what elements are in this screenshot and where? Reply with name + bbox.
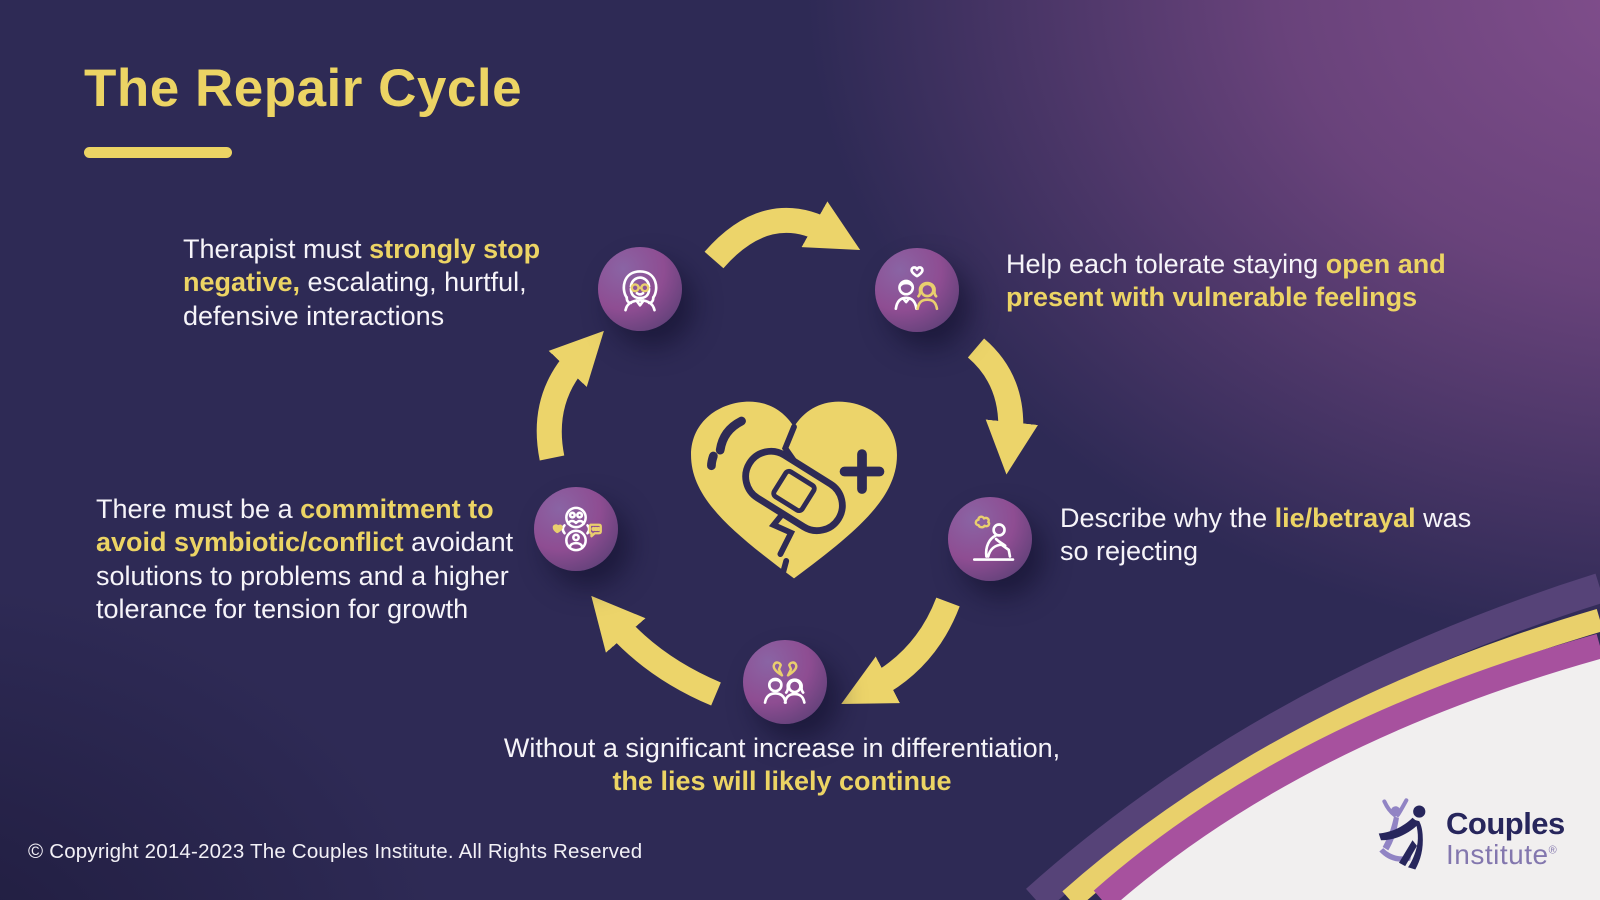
step-text-pre: Describe why the [1060,503,1275,533]
cycle-node-rejected [948,497,1032,581]
step-text-post: escalating, hurtful, defensive interacti… [183,267,527,331]
step-text-post: avoidant solutions to problems and a hig… [96,527,514,625]
arrow-left-icon [536,330,604,461]
broken-heart-bandage-icon [676,388,912,592]
cycle-node-couple-lies [743,640,827,724]
couple-heart-icon [894,266,939,311]
copyright-notice: © Copyright 2014-2023 The Couples Instit… [28,840,643,863]
arrow-top-icon [704,201,861,269]
step-text-open-present: Help each tolerate staying open and pres… [1006,248,1451,315]
step-text-therapist: Therapist must strongly stop negative, e… [183,233,588,333]
registered-mark: ® [1548,844,1558,857]
step-text-lies-continue: Without a significant increase in differ… [488,732,1076,799]
therapist-icon [622,270,658,312]
step-text-pre: Help each tolerate staying [1006,249,1326,279]
step-text-lie-betrayal: Describe why the lie/betrayal was so rej… [1060,502,1500,569]
step-text-commitment: There must be a commitment to avoid symb… [96,493,521,627]
step-text-pre: There must be a [96,494,301,524]
step-text-em: strongly stop negative, [183,234,541,298]
step-text-em: commitment to avoid symbiotic/conflict [96,494,494,558]
cycle-node-commitment [534,487,618,571]
rejected-person-icon [972,515,1015,561]
dancing-figures-icon [1378,798,1426,870]
logo-text: Couples Institute® [1446,808,1565,869]
page-title: The Repair Cycle [84,59,523,118]
cycle-node-couple-open [875,248,959,332]
step-text-pre: Without a significant increase in differ… [503,733,1061,763]
step-text-em: lie/betrayal [1274,503,1416,533]
arrow-right-icon [967,338,1038,475]
arrow-bottom-left-icon [591,595,721,706]
arrow-bottom-right-icon [841,597,960,704]
relationship-cycle-icon [552,506,602,552]
step-text-em: open and present with vulnerable feeling… [1006,249,1446,313]
cycle-node-therapist [598,247,682,331]
logo-name: Couples [1446,805,1565,841]
step-text-pre: Therapist must [183,234,370,264]
logo-suffix: Institute® [1446,838,1565,870]
logo-suffix-text: Institute [1446,838,1549,870]
couple-broken-heart-icon [763,661,806,704]
title-underline [84,147,232,158]
step-text-post: was so rejecting [1060,503,1472,567]
couples-institute-logo: Couples Institute® [1372,788,1587,888]
step-text-em: the lies will likely continue [612,766,952,797]
